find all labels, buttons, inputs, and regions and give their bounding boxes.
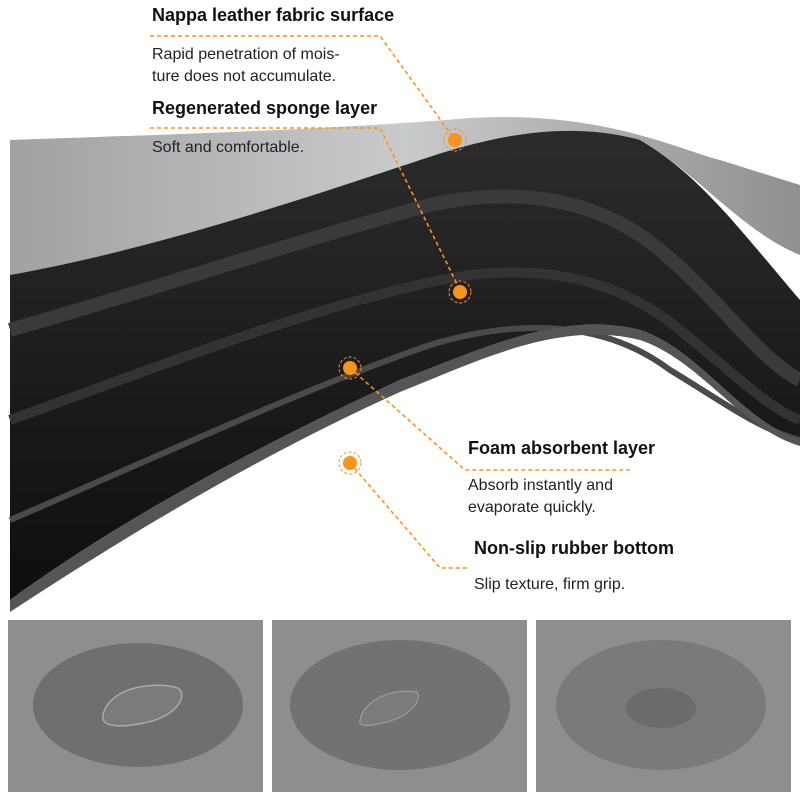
marker-dots: [338, 128, 472, 475]
rubber-title: Non-slip rubber bottom: [474, 538, 674, 558]
foam-desc: Absorb instantly and evaporate quickly.: [468, 475, 613, 519]
absorption-photo-3: [536, 620, 791, 792]
sponge-desc: Soft and comfortable.: [152, 139, 305, 156]
absorption-photo-1: [8, 620, 263, 792]
absorption-photo-2: [272, 620, 527, 792]
sponge-layer: [10, 130, 800, 601]
foam-desc-line2: evaporate quickly.: [468, 499, 596, 516]
nappa-desc: Rapid penetration of mois- ture does not…: [152, 44, 340, 88]
foam-desc-line1: Absorb instantly and: [468, 477, 613, 494]
mat-cross-section: [8, 35, 800, 612]
leader-lines: [150, 35, 630, 569]
nappa-desc-line2: ture does not accumulate.: [152, 68, 337, 85]
nappa-desc-line1: Rapid penetration of mois-: [152, 46, 340, 63]
rubber-bottom: [10, 324, 800, 612]
rubber-desc: Slip texture, firm grip.: [474, 576, 626, 593]
sponge-title: Regenerated sponge layer: [152, 98, 378, 118]
fabric-surface: [10, 116, 800, 275]
foam-title: Foam absorbent layer: [468, 438, 656, 458]
nappa-title: Nappa leather fabric surface: [152, 5, 395, 25]
